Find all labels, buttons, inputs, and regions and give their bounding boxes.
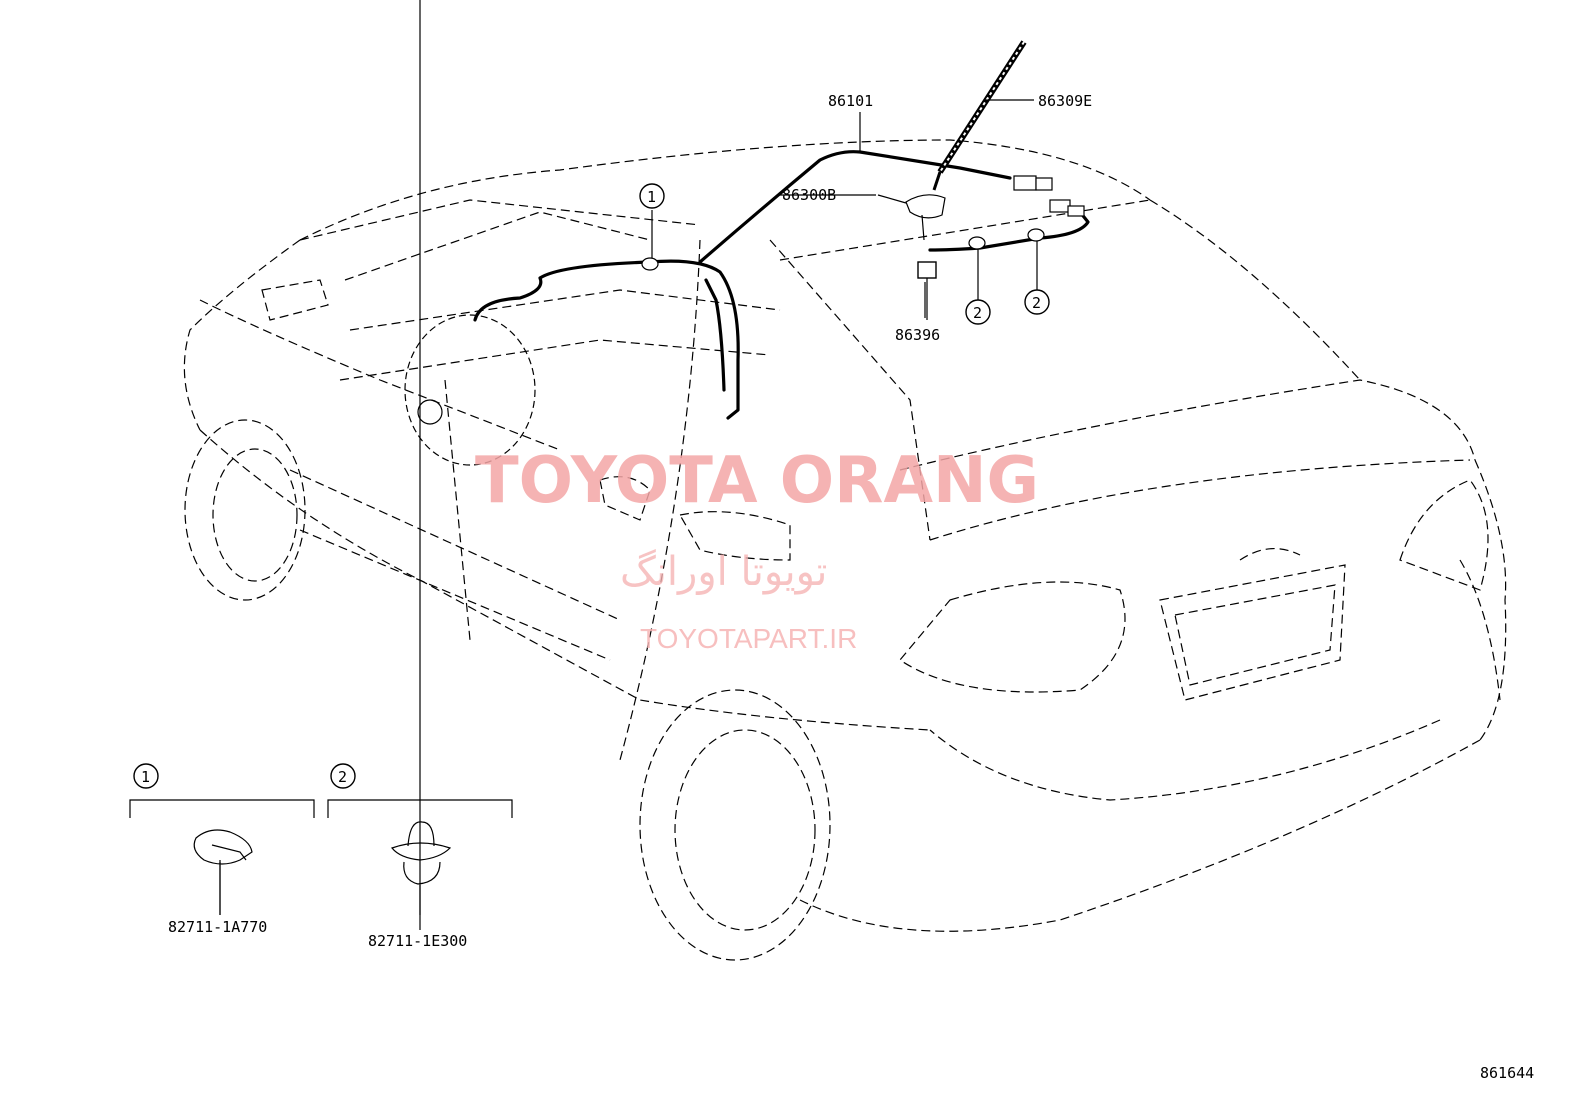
- clip-marker-2b: 2: [1024, 228, 1050, 315]
- legend-2-part-number: 82711-1E300: [368, 932, 467, 950]
- clip-marker-2a-number: 2: [973, 304, 982, 322]
- label-86309E: 86309E: [1038, 92, 1092, 110]
- legend-2-number: 2: [338, 768, 347, 786]
- grommet-86396: [917, 261, 937, 320]
- clip-marker-1: 1: [639, 183, 665, 271]
- clip-marker-2b-number: 2: [1032, 294, 1041, 312]
- clip-marker-2a: 2: [965, 236, 991, 325]
- legend-1-number: 1: [141, 768, 150, 786]
- car-body-outline: [183, 139, 1507, 961]
- watermark-site: TOYOTAPART.IR: [640, 623, 857, 654]
- antenna-base-86300B: [905, 194, 946, 241]
- label-86396: 86396: [895, 326, 940, 344]
- watermark: TOYOTA ORANG تویوتا اورانگ TOYOTAPART.IR: [475, 444, 1039, 654]
- cable-connectors: [1013, 175, 1085, 217]
- watermark-brand: TOYOTA ORANG: [475, 444, 1039, 518]
- antenna-rod-86309E: [932, 40, 1027, 191]
- legend-item-1: 1 82711-1A770: [129, 763, 315, 936]
- legend-item-2: 2 82711-1E300: [327, 763, 513, 950]
- leader-lines: [219, 0, 1038, 915]
- antenna-cable-86101: [473, 150, 1090, 420]
- clip-marker-1-number: 1: [647, 188, 656, 206]
- label-figure-code: 861644: [1480, 1064, 1534, 1082]
- watermark-persian: تویوتا اورانگ: [620, 549, 827, 595]
- label-86101: 86101: [828, 92, 873, 110]
- callout-labels: 86101 86309E 86300B 86396 861644: [782, 92, 1534, 1082]
- legend-1-part-number: 82711-1A770: [168, 918, 267, 936]
- label-86300B: 86300B: [782, 186, 836, 204]
